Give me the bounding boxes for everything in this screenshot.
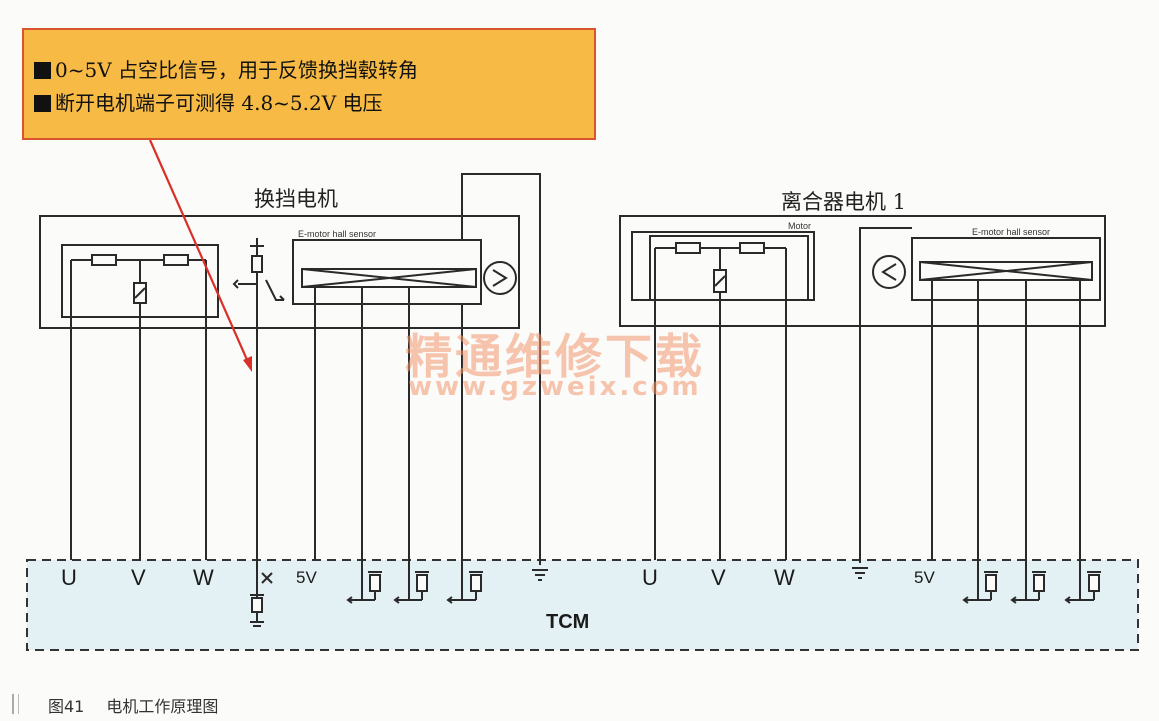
clutch-motor-label: Motor <box>788 221 812 231</box>
clutch-motor-box <box>619 215 1106 327</box>
tcm-pin-label: U <box>61 565 77 590</box>
shift-motor-title: 换挡电机 <box>254 187 338 211</box>
bullet-square-icon <box>34 95 51 112</box>
shift-hall-sensor <box>292 239 517 600</box>
clutch-hall-sensor-label: E-motor hall sensor <box>972 227 1051 237</box>
pointer-arrow <box>148 139 252 372</box>
tcm-box <box>26 559 1139 651</box>
tcm-pin-label: V <box>711 565 726 590</box>
watermark-url: www.gzweix.com <box>408 372 702 402</box>
note-callout: 0~5V 占空比信号，用于反馈换挡毂转角 断开电机端子可测得 4.8~5.2V … <box>22 28 596 140</box>
tcm-pin-label: W <box>193 565 214 590</box>
shift-motor-windings <box>61 244 219 560</box>
clutch-motor-title: 离合器电机 1 <box>781 190 907 214</box>
tcm-pin-label: 5V <box>914 568 935 587</box>
bullet-square-icon <box>34 62 51 79</box>
note-line-1: 0~5V 占空比信号，用于反馈换挡毂转角 <box>34 54 594 87</box>
figure-caption: 图41 电机工作原理图 <box>48 693 218 717</box>
clutch-hall-sensor <box>872 237 1101 600</box>
figure-number: 图41 <box>48 697 85 716</box>
tcm-left-inputs <box>346 571 483 604</box>
clutch-motor-windings <box>631 231 815 560</box>
shift-motor-box <box>39 215 520 329</box>
tcm-pin-label: U <box>642 565 658 590</box>
watermark-title: 精通维修下载 <box>405 330 705 385</box>
note-line-2: 断开电机端子可测得 4.8~5.2V 电压 <box>34 87 594 120</box>
tcm-pin-label: 5V <box>296 568 317 587</box>
figure-title: 电机工作原理图 <box>106 697 219 716</box>
shift-position-switch <box>232 238 285 627</box>
shift-hall-sensor-label: E-motor hall sensor <box>298 229 377 239</box>
tcm-label: TCM <box>546 611 590 633</box>
tcm-pin-label: V <box>131 565 146 590</box>
caption-marker <box>12 694 19 714</box>
tcm-right-inputs <box>962 571 1101 604</box>
tcm-pin-label: W <box>774 565 795 590</box>
